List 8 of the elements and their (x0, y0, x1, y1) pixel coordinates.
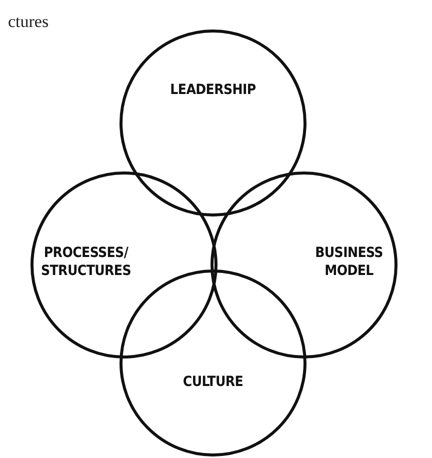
text-fragment: ctures (8, 12, 49, 32)
circle-outline (120, 30, 306, 216)
circle-label: CULTURE (182, 372, 244, 392)
circle-label: BUSINESS MODEL (314, 244, 384, 280)
circle-label: LEADERSHIP (169, 80, 257, 100)
circle-outline (210, 172, 398, 358)
circle-label: PROCESSES/ STRUCTURES (40, 244, 132, 280)
circle-outline (30, 172, 218, 358)
